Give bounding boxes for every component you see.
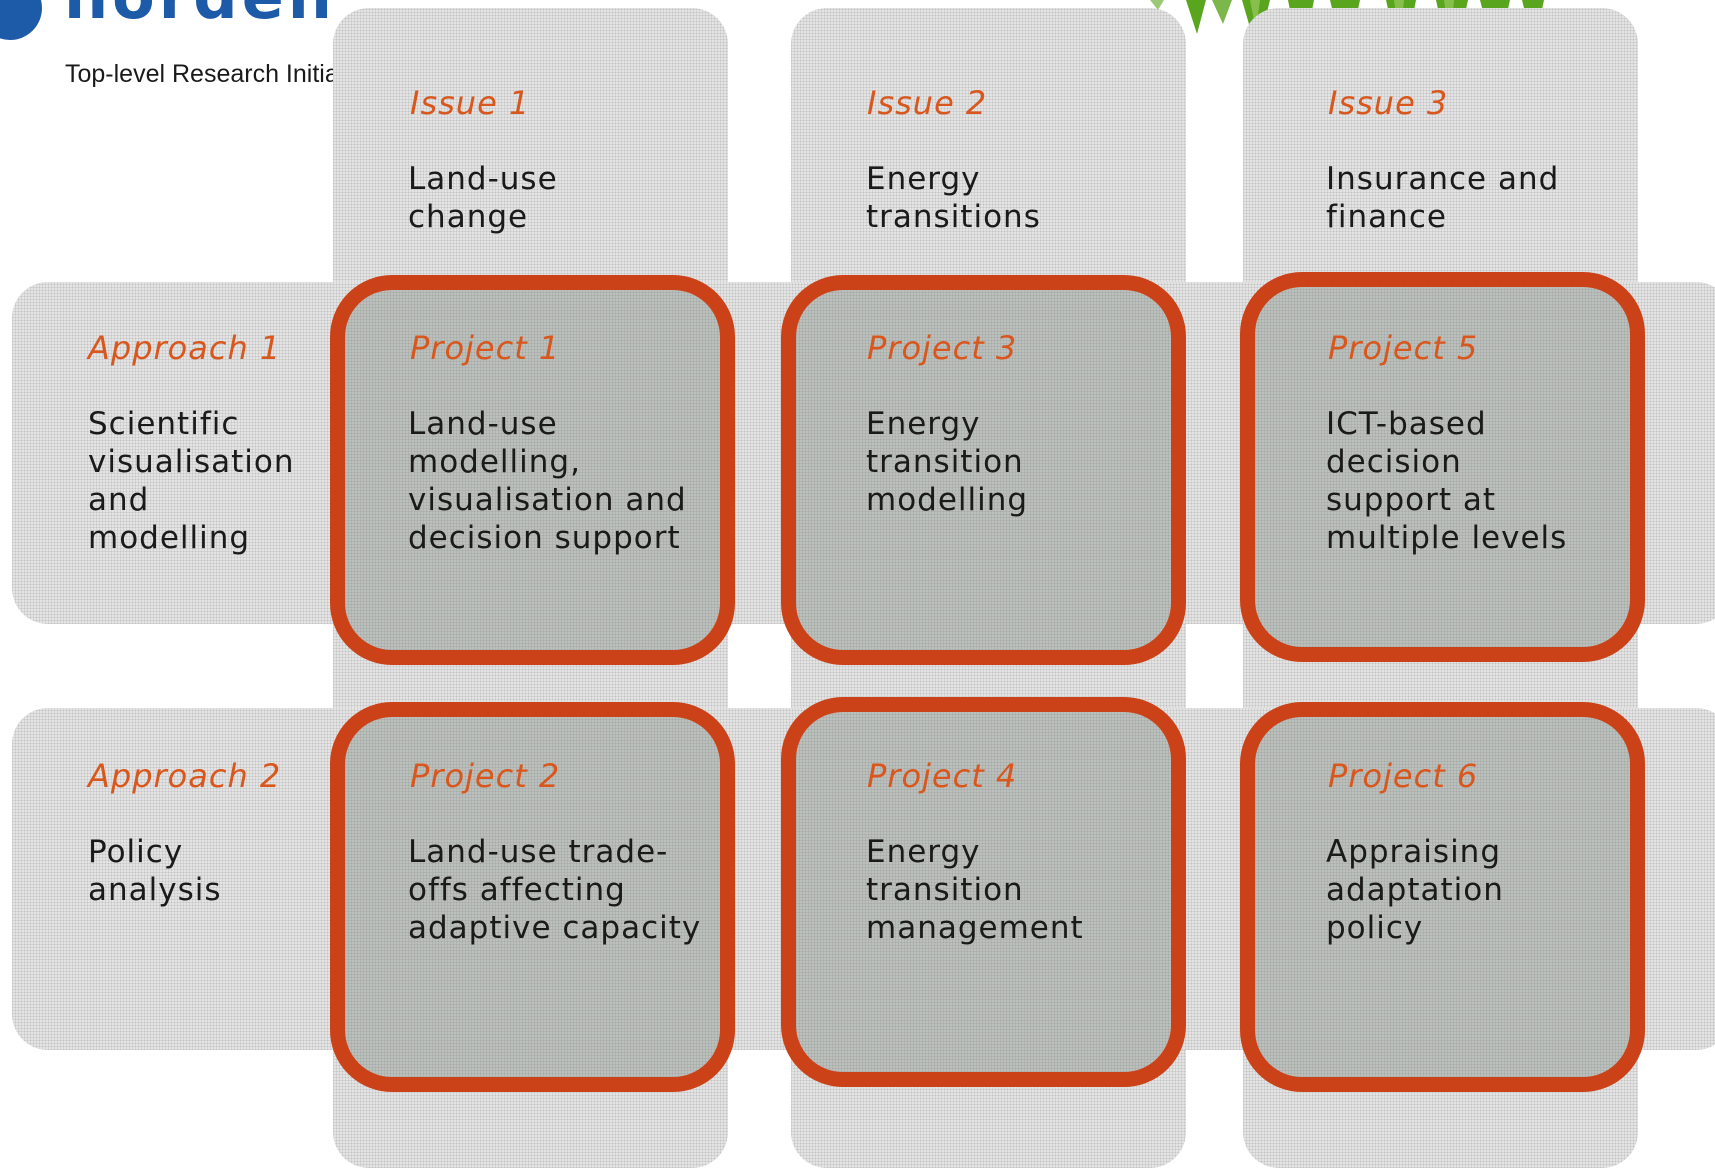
project-2-box xyxy=(330,702,735,1092)
approach-2-heading: Approach 2 xyxy=(88,757,282,795)
project-4-box xyxy=(781,697,1186,1087)
project-5-heading: Project 5 xyxy=(1328,329,1479,367)
project-2-heading: Project 2 xyxy=(410,757,561,795)
logo-tagline: Top-level Research Initiative xyxy=(65,60,378,88)
project-4-heading: Project 4 xyxy=(867,757,1018,795)
norden-swan-icon xyxy=(0,0,42,40)
project-6-box xyxy=(1240,702,1645,1092)
project-1-box xyxy=(330,275,735,665)
norden-logo: norden Top-level Research Initiative xyxy=(0,0,400,91)
approach-1-heading: Approach 1 xyxy=(88,329,282,367)
project-5-box xyxy=(1240,272,1645,662)
issue-3-heading: Issue 3 xyxy=(1328,84,1449,122)
issue-1-heading: Issue 1 xyxy=(410,84,531,122)
logo-wordmark: norden xyxy=(64,0,336,28)
project-3-heading: Project 3 xyxy=(867,329,1018,367)
project-1-heading: Project 1 xyxy=(410,329,561,367)
project-3-box xyxy=(781,275,1186,665)
issue-2-heading: Issue 2 xyxy=(867,84,988,122)
project-6-heading: Project 6 xyxy=(1328,757,1479,795)
